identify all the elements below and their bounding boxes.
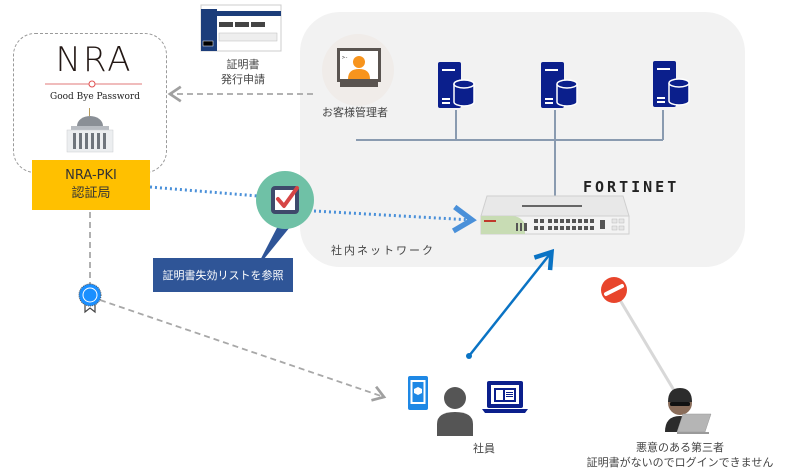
hacker-icon (665, 388, 712, 434)
ca-label-type: 認証局 (71, 186, 111, 201)
checklist-icon (255, 171, 314, 270)
system-screenshot-thumbnail (200, 4, 282, 52)
crl-dotted-line-ca (149, 185, 259, 198)
cert-request-label: 証明書 発行申請 (208, 58, 278, 88)
server-icon (438, 62, 475, 108)
employee-person-icon (437, 387, 473, 436)
server-icon (653, 61, 690, 107)
forbidden-sign-pole (615, 294, 677, 393)
nra-logo-divider (45, 80, 142, 88)
nra-logo: NRA (55, 40, 133, 80)
internal-network-label: 社内ネットワーク (331, 244, 435, 257)
forbidden-icon (601, 277, 627, 303)
crl-dotted-line-fw (313, 204, 477, 234)
government-building-icon (66, 108, 114, 153)
cert-to-employee-arrow (99, 299, 387, 402)
fortinet-logo: FORTINET (583, 178, 680, 196)
customer-admin-label: お客様管理者 (322, 106, 388, 119)
cert-request-line1: 証明書 (226, 58, 260, 71)
nra-tagline: Good Bye Password (50, 92, 140, 102)
nra-pki-ca-box[interactable]: NRA-PKI 認証局 (32, 160, 150, 210)
laptop-icon (482, 381, 528, 413)
malicious-party-label: 悪意のある第三者 証明書がないのでログインできません (570, 440, 790, 471)
fortigate-appliance (480, 195, 630, 235)
smartphone-icon (408, 376, 428, 410)
employee-to-firewall-arrow (468, 248, 555, 357)
crl-callout: 証明書失効リストを参照 (153, 258, 293, 292)
server-icon (541, 62, 578, 108)
certificate-badge-icon (78, 283, 102, 314)
svg-text:>-: >- (342, 55, 348, 61)
cert-request-line2: 発行申請 (221, 72, 265, 86)
admin-icon: >- (322, 34, 394, 106)
malicious-party-title: 悪意のある第三者 (636, 441, 724, 454)
employee-arrow-origin (466, 353, 472, 359)
employee-label: 社員 (473, 442, 495, 455)
server-network-lines (356, 110, 664, 196)
malicious-party-note: 証明書がないのでログインできません (586, 456, 774, 470)
ca-label-name: NRA-PKI (65, 168, 117, 184)
